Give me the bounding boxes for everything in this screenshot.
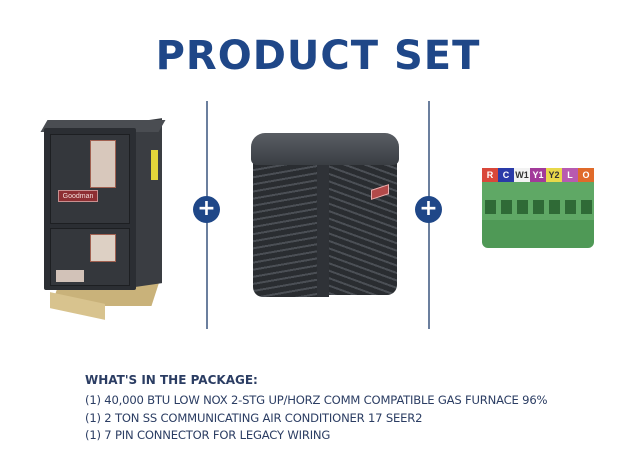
package-item: (1) 7 PIN CONNECTOR FOR LEGACY WIRING <box>85 428 331 442</box>
package-item: (1) 40,000 BTU LOW NOX 2-STG UP/HORZ COM… <box>85 393 548 407</box>
ac-top-cover <box>251 133 399 165</box>
terminal-slot <box>533 200 544 214</box>
warning-label <box>90 140 116 188</box>
terminal-slot <box>581 200 592 214</box>
terminal-slot <box>549 200 560 214</box>
ac-corner-post <box>317 155 329 297</box>
connector-image: R C W1 Y1 Y2 L O <box>482 168 594 250</box>
terminal-slot <box>565 200 576 214</box>
plus-icon: + <box>193 196 220 223</box>
page-title: PRODUCT SET <box>155 33 481 79</box>
furnace-image: Goodman <box>40 118 166 320</box>
terminal-slot <box>485 200 496 214</box>
warning-label <box>56 270 84 282</box>
ac-front-grille <box>253 157 323 297</box>
pin-label-y2: Y2 <box>546 168 562 182</box>
brand-logo: Goodman <box>58 190 98 202</box>
connector-legs <box>482 220 594 248</box>
air-conditioner-image <box>247 133 400 298</box>
connector-block <box>482 182 594 222</box>
pin-label-o: O <box>578 168 594 182</box>
pin-label-c: C <box>498 168 514 182</box>
energy-sticker <box>151 150 158 180</box>
package-list: (1) 40,000 BTU LOW NOX 2-STG UP/HORZ COM… <box>85 392 548 445</box>
pin-label-w1: W1 <box>514 168 530 182</box>
terminal-slot <box>517 200 528 214</box>
pin-label-l: L <box>562 168 578 182</box>
package-heading: WHAT'S IN THE PACKAGE: <box>85 373 258 387</box>
furnace-side <box>136 118 162 287</box>
warning-label <box>90 234 116 262</box>
ac-side-grille <box>323 155 397 295</box>
plus-icon: + <box>415 196 442 223</box>
pin-label-y1: Y1 <box>530 168 546 182</box>
pin-label-r: R <box>482 168 498 182</box>
pin-labels: R C W1 Y1 Y2 L O <box>482 168 594 182</box>
package-item: (1) 2 TON SS COMMUNICATING AIR CONDITION… <box>85 410 423 425</box>
terminal-slot <box>501 200 512 214</box>
